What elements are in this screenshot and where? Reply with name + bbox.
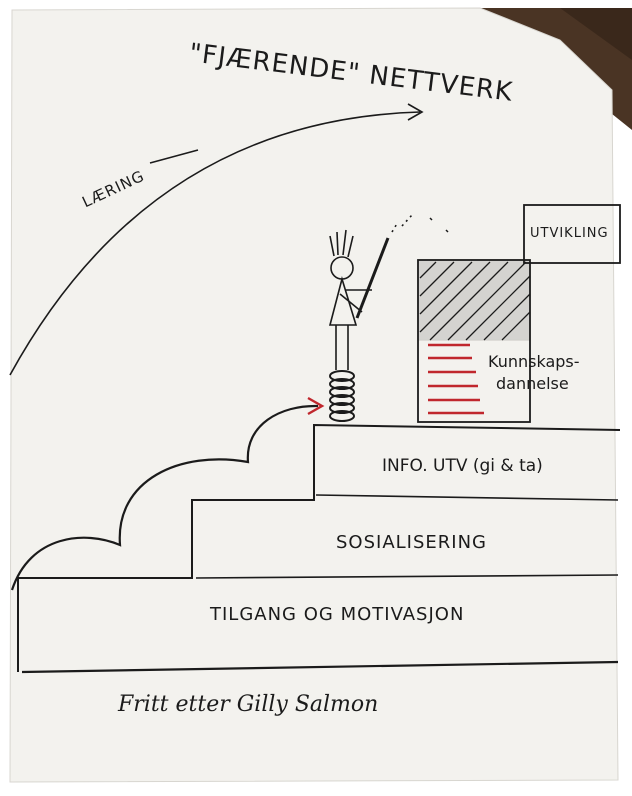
paper-sheet (9, 7, 619, 783)
stick-figure-icon (328, 214, 413, 370)
step-3-label: INFO. UTV (gi & ta) (382, 456, 543, 476)
top-block-label: UTVIKLING (530, 226, 609, 241)
credit-text: Fritt etter Gilly Salmon (118, 692, 379, 717)
progression-curve (10, 404, 319, 591)
knowledge-block (417, 259, 531, 423)
step-2-label: SOSIALISERING (336, 532, 488, 553)
red-lines-icon (428, 343, 484, 415)
step-1-base (21, 660, 619, 674)
step-3-base (315, 494, 619, 501)
learning-underline (149, 149, 199, 164)
development-block (523, 204, 621, 264)
arc-arrowhead (407, 103, 424, 121)
step-1-label: TILGANG OG MOTIVASJON (210, 604, 465, 625)
learning-arc (9, 111, 421, 376)
step-2-base (195, 574, 619, 579)
knowledge-label-line2: dannelse (496, 374, 569, 393)
knowledge-label-line1: Kunnskaps- (488, 352, 580, 371)
red-arrowhead (307, 396, 325, 416)
spring-icon (329, 370, 355, 422)
hatched-area (417, 259, 531, 341)
